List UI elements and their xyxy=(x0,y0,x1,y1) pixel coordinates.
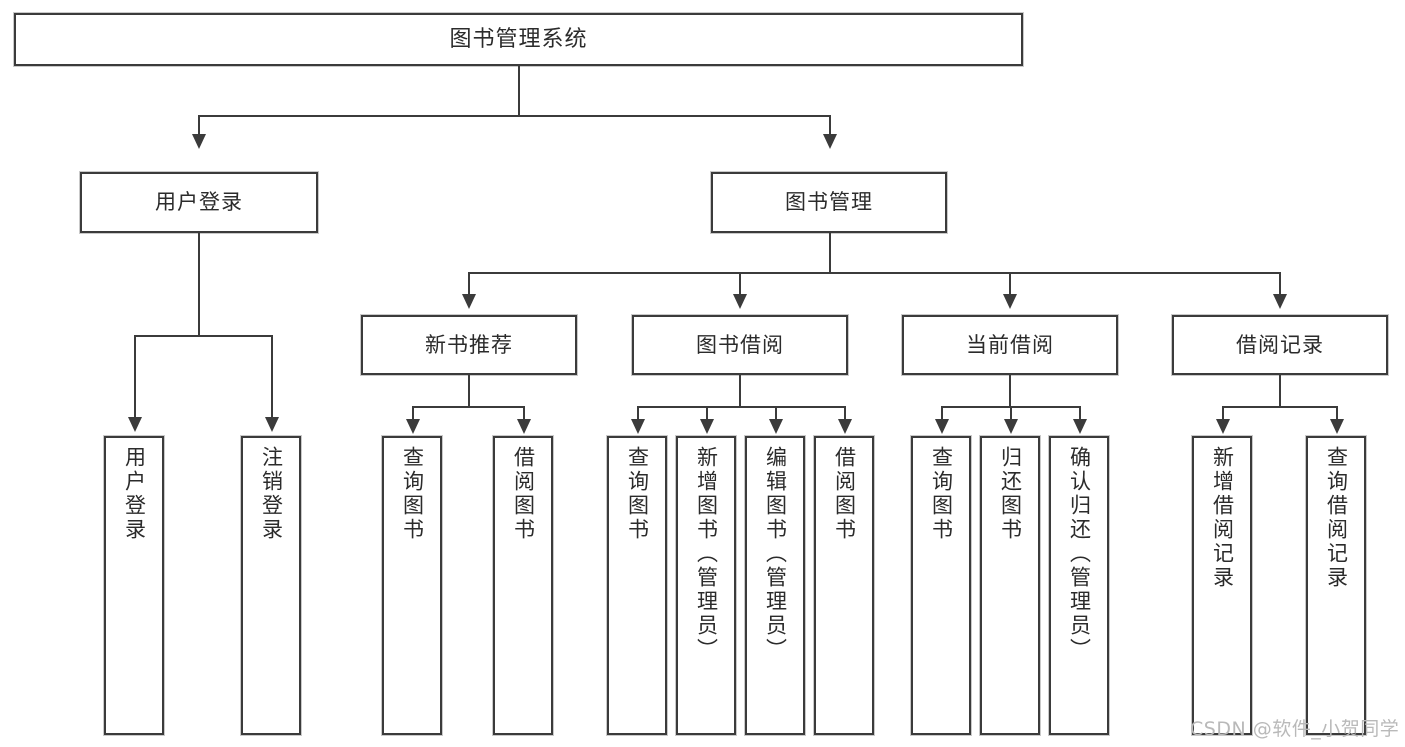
arrowhead-leaf-nb-1 xyxy=(406,419,420,434)
arrowhead-leaf-cb-2 xyxy=(1004,419,1018,434)
connector-drop-leaf-nb-1 xyxy=(412,406,414,421)
connector-user-login-stem xyxy=(198,233,200,335)
node-root-system[interactable]: 图书管理系统 xyxy=(14,13,1023,66)
leaf-user-login-login[interactable]: 用户登录 xyxy=(104,436,164,735)
node-current-borrow[interactable]: 当前借阅 xyxy=(902,315,1118,375)
leaf-borrow-record-query[interactable]: 查询借阅记录 xyxy=(1306,436,1366,735)
connector-drop-new-book xyxy=(468,272,470,296)
leaf-label: 用户登录 xyxy=(122,446,147,542)
connector-book-borrow-bus xyxy=(637,406,845,408)
node-label: 用户登录 xyxy=(155,190,243,215)
connector-drop-book-borrow xyxy=(739,272,741,296)
connector-borrow-record-stem xyxy=(1279,375,1281,406)
connector-drop-borrow-record xyxy=(1279,272,1281,296)
arrowhead-leaf-br-1 xyxy=(1216,419,1230,434)
arrowhead-user-login xyxy=(192,134,206,149)
node-label: 图书管理 xyxy=(785,190,873,215)
connector-book-borrow-stem xyxy=(739,375,741,406)
leaf-current-borrow-return[interactable]: 归还图书 xyxy=(980,436,1040,735)
arrowhead-book-mgmt xyxy=(823,134,837,149)
connector-drop-book-mgmt xyxy=(829,115,831,136)
connector-user-login-bus xyxy=(134,335,272,337)
leaf-label: 查询借阅记录 xyxy=(1324,446,1349,590)
leaf-label: 查询图书 xyxy=(400,446,425,542)
leaf-label: 借阅图书 xyxy=(511,446,536,542)
leaf-borrow-record-add[interactable]: 新增借阅记录 xyxy=(1192,436,1252,735)
leaf-label: 查询图书 xyxy=(625,446,650,542)
connector-drop-leaf-cb-2 xyxy=(1010,406,1012,421)
connector-drop-leaf-bb-3 xyxy=(775,406,777,421)
connector-new-book-stem xyxy=(468,375,470,406)
csdn-watermark: CSDN @软件_小贺同学 xyxy=(1190,718,1400,740)
arrowhead-leaf-user-login-2 xyxy=(265,417,279,432)
node-label: 图书借阅 xyxy=(696,332,784,357)
node-book-borrow[interactable]: 图书借阅 xyxy=(632,315,848,375)
node-label: 当前借阅 xyxy=(966,332,1054,357)
leaf-current-borrow-query[interactable]: 查询图书 xyxy=(911,436,971,735)
connector-drop-user-login xyxy=(198,115,200,136)
leaf-new-book-borrow[interactable]: 借阅图书 xyxy=(493,436,553,735)
connector-drop-leaf-cb-3 xyxy=(1079,406,1081,421)
connector-drop-leaf-bb-4 xyxy=(844,406,846,421)
arrowhead-book-borrow xyxy=(733,294,747,309)
leaf-book-borrow-borrow[interactable]: 借阅图书 xyxy=(814,436,874,735)
connector-drop-leaf-br-2 xyxy=(1336,406,1338,421)
connector-drop-leaf-user-login-1 xyxy=(134,335,136,419)
leaf-new-book-query[interactable]: 查询图书 xyxy=(382,436,442,735)
leaf-book-borrow-add[interactable]: 新增图书（管理员） xyxy=(676,436,736,735)
leaf-user-login-logout[interactable]: 注销登录 xyxy=(241,436,301,735)
node-book-management[interactable]: 图书管理 xyxy=(711,172,947,233)
node-borrow-record[interactable]: 借阅记录 xyxy=(1172,315,1388,375)
leaf-label: 新增图书（管理员） xyxy=(694,446,719,662)
arrowhead-leaf-cb-3 xyxy=(1073,419,1087,434)
leaf-label: 新增借阅记录 xyxy=(1210,446,1235,590)
connector-drop-leaf-bb-1 xyxy=(637,406,639,421)
connector-drop-leaf-nb-2 xyxy=(523,406,525,421)
arrowhead-leaf-cb-1 xyxy=(935,419,949,434)
connector-drop-current-borrow xyxy=(1009,272,1011,296)
leaf-label: 归还图书 xyxy=(998,446,1023,542)
node-label: 图书管理系统 xyxy=(449,26,588,52)
node-label: 借阅记录 xyxy=(1236,332,1324,357)
leaf-label: 编辑图书（管理员） xyxy=(763,446,788,662)
connector-drop-leaf-bb-2 xyxy=(706,406,708,421)
connector-book-mgmt-stem xyxy=(829,233,831,272)
leaf-label: 借阅图书 xyxy=(832,446,857,542)
connector-borrow-record-bus xyxy=(1222,406,1337,408)
node-label: 新书推荐 xyxy=(425,332,513,357)
connector-drop-leaf-user-login-2 xyxy=(271,335,273,419)
leaf-current-borrow-confirm[interactable]: 确认归还（管理员） xyxy=(1049,436,1109,735)
leaf-book-borrow-query[interactable]: 查询图书 xyxy=(607,436,667,735)
connector-root-stem xyxy=(518,66,520,115)
leaf-label: 注销登录 xyxy=(259,446,284,542)
connector-new-book-bus xyxy=(412,406,524,408)
leaf-label: 查询图书 xyxy=(929,446,954,542)
arrowhead-leaf-bb-2 xyxy=(700,419,714,434)
connector-book-mgmt-bus xyxy=(468,272,1280,274)
leaf-book-borrow-edit[interactable]: 编辑图书（管理员） xyxy=(745,436,805,735)
arrowhead-current-borrow xyxy=(1003,294,1017,309)
arrowhead-leaf-user-login-1 xyxy=(128,417,142,432)
arrowhead-leaf-nb-2 xyxy=(517,419,531,434)
connector-current-borrow-stem xyxy=(1009,375,1011,406)
node-new-book-recommend[interactable]: 新书推荐 xyxy=(361,315,577,375)
node-user-login[interactable]: 用户登录 xyxy=(80,172,318,233)
arrowhead-new-book xyxy=(462,294,476,309)
connector-drop-leaf-br-1 xyxy=(1222,406,1224,421)
connector-root-bus xyxy=(198,115,830,117)
arrowhead-leaf-bb-3 xyxy=(769,419,783,434)
arrowhead-borrow-record xyxy=(1273,294,1287,309)
leaf-label: 确认归还（管理员） xyxy=(1067,446,1092,662)
arrowhead-leaf-bb-4 xyxy=(838,419,852,434)
arrowhead-leaf-bb-1 xyxy=(631,419,645,434)
connector-drop-leaf-cb-1 xyxy=(941,406,943,421)
arrowhead-leaf-br-2 xyxy=(1330,419,1344,434)
